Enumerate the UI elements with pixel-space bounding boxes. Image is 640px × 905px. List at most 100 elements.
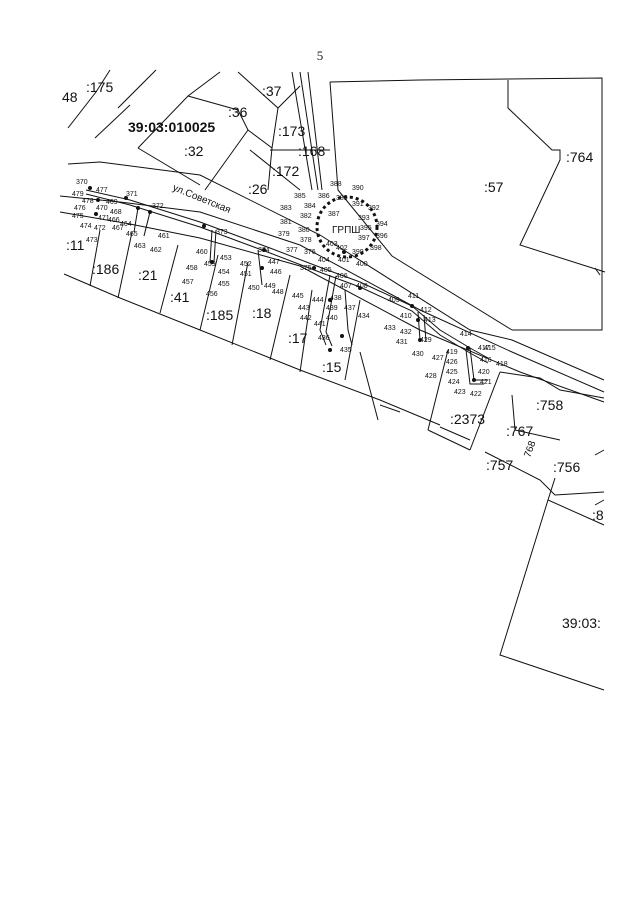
point-label: 445 — [292, 293, 304, 300]
point-label: 464 — [120, 221, 132, 228]
point-label: 476 — [74, 205, 86, 212]
point-label: 400 — [356, 261, 368, 268]
point-label: 425 — [446, 369, 458, 376]
point-label: 399 — [352, 249, 364, 256]
point-label: 397 — [358, 235, 370, 242]
parcel-label: :185 — [206, 307, 233, 323]
point-label: 435 — [340, 347, 352, 354]
parcel-label: :18 — [252, 305, 272, 321]
point-label: 439 — [326, 305, 338, 312]
point-label: 413 — [424, 317, 436, 324]
point-label: 475 — [72, 213, 84, 220]
point-label: 379 — [278, 231, 290, 238]
point-label: 373 — [216, 229, 228, 236]
point-label: 468 — [110, 209, 122, 216]
point-label: 434 — [358, 313, 370, 320]
point-label: 382 — [300, 213, 312, 220]
point-label: 473 — [86, 237, 98, 244]
point-label: 402 — [336, 245, 348, 252]
point-label: 448 — [272, 289, 284, 296]
point-label: 458 — [186, 265, 198, 272]
parcel-label: :758 — [536, 397, 563, 413]
point-label: 478 — [82, 198, 94, 205]
point-label: 385 — [294, 193, 306, 200]
point-label: 450 — [248, 285, 260, 292]
street-label: ул.Советская — [171, 183, 232, 216]
point-label: 438 — [330, 295, 342, 302]
point-label: 407 — [340, 283, 352, 290]
point-label: 395 — [360, 225, 372, 232]
page-number: 5 — [316, 48, 324, 63]
point-label: 372 — [152, 203, 164, 210]
point-label: 421 — [480, 379, 492, 386]
point-label: 408 — [356, 283, 368, 290]
point-label: 469 — [106, 199, 118, 206]
point-label: 392 — [368, 205, 380, 212]
parcel-label: :186 — [92, 261, 119, 277]
point-label: 430 — [412, 351, 424, 358]
point-label: 457 — [182, 279, 194, 286]
point-label: 389 — [336, 195, 348, 202]
point-label: 428 — [425, 373, 437, 380]
parcel-label: :168 — [298, 143, 325, 159]
point-label: 378 — [300, 237, 312, 244]
point-label: 449 — [264, 283, 276, 290]
point-label: 441 — [314, 321, 326, 328]
point-label: 426 — [446, 359, 458, 366]
parcel-label: :26 — [248, 181, 268, 197]
point-label: 390 — [352, 185, 364, 192]
point-label: 471 — [98, 215, 110, 222]
point-label: 418 — [496, 361, 508, 368]
point-label: 388 — [330, 181, 342, 188]
parcel-label: :57 — [484, 179, 504, 195]
parcel-label: :767 — [506, 423, 533, 439]
point-label: 381 — [280, 219, 292, 226]
parcel-label: :32 — [184, 143, 204, 159]
point-label: 394 — [376, 221, 388, 228]
point-label: 465 — [126, 231, 138, 238]
point-label: 416 — [480, 357, 492, 364]
point-label: 377 — [286, 247, 298, 254]
parcel-label: :757 — [486, 457, 513, 473]
point-label: 415 — [484, 345, 496, 352]
grpsh-label: ГРПШ — [332, 225, 360, 236]
point-label: 422 — [470, 391, 482, 398]
point-label: 463 — [134, 243, 146, 250]
point-label: 479 — [72, 191, 84, 198]
grpsh-circle: ГРПШ — [315, 195, 379, 259]
point-label: 406 — [336, 273, 348, 280]
point-label: 393 — [358, 215, 370, 222]
point-label: 414 — [460, 331, 472, 338]
point-label: 420 — [478, 369, 490, 376]
point-label: 452 — [240, 261, 252, 268]
point-label: 391 — [352, 201, 364, 208]
point-label: 412 — [420, 307, 432, 314]
point-label: 410 — [400, 313, 412, 320]
parcel-label: 48 — [62, 89, 78, 105]
point-label: 470 — [96, 205, 108, 212]
parcel-label: :36 — [228, 104, 248, 120]
parcel-label: :21 — [138, 267, 158, 283]
point-label: 433 — [384, 325, 396, 332]
parcel-label: :17 — [288, 330, 308, 346]
cadastral-block-label: 39:03:010025 — [128, 119, 215, 135]
parcel-label: :11 — [66, 237, 85, 253]
point-label: 431 — [396, 339, 408, 346]
parcel-labels: :175 48 :36 :37 :173 :168 :32 :172 :26 :… — [62, 79, 604, 631]
point-label: 386 — [318, 193, 330, 200]
point-label: 447 — [268, 259, 280, 266]
point-label: 432 — [400, 329, 412, 336]
point-label: 375 — [300, 265, 312, 272]
point-label: 398 — [370, 245, 382, 252]
point-label: 417 — [478, 345, 490, 352]
cadastral-block-label: 39:03: — [562, 615, 601, 631]
parcel-label: 768 — [522, 439, 538, 459]
point-label: 411 — [408, 293, 419, 300]
parcel-label: :175 — [86, 79, 113, 95]
point-label: 477 — [96, 187, 108, 194]
point-label: 443 — [298, 305, 310, 312]
point-label: 456 — [206, 291, 218, 298]
point-label: 436 — [318, 335, 330, 342]
point-label: 419 — [446, 349, 458, 356]
